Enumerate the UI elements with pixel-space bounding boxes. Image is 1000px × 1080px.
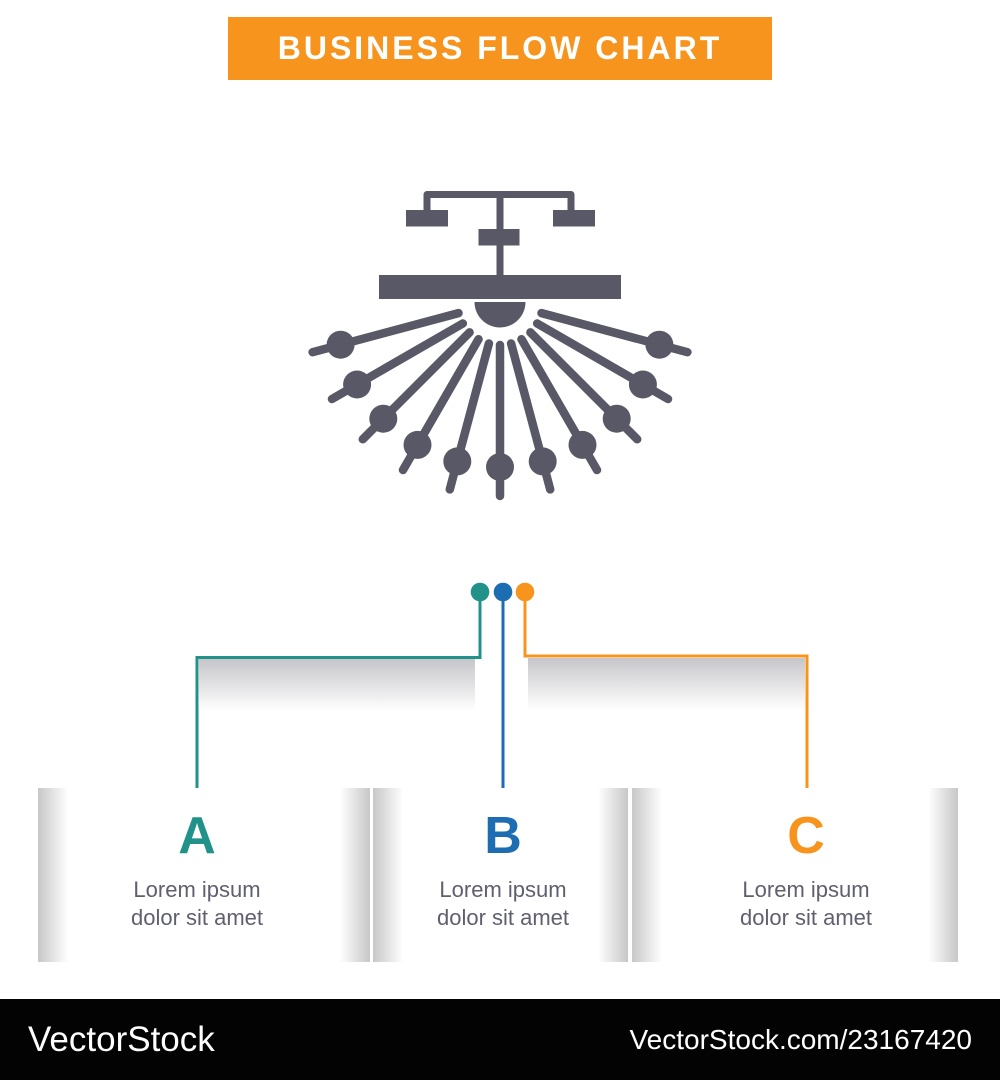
node-right (553, 210, 595, 227)
connector-line-a (195, 592, 482, 792)
section-a: A Lorem ipsum dolor sit amet (47, 810, 347, 932)
section-b-text-line1: Lorem ipsum (439, 877, 567, 902)
node-left (406, 210, 448, 227)
section-a-letter: A (178, 807, 216, 865)
fan-dot (403, 430, 432, 459)
fan-dot (568, 430, 597, 459)
section-panel-a (38, 788, 370, 962)
elbow-shadow-right (528, 658, 805, 710)
node-center (478, 229, 520, 246)
section-b-text: Lorem ipsum dolor sit amet (353, 876, 653, 932)
fan-dot (326, 330, 355, 359)
title-banner: BUSINESS FLOW CHART (228, 17, 772, 80)
connector-dot-c (515, 582, 535, 602)
fan-dot (528, 447, 557, 476)
section-panel-b (373, 788, 628, 962)
page-title: BUSINESS FLOW CHART (277, 30, 723, 66)
dome-half-circle (474, 302, 526, 328)
fan-dot (602, 404, 631, 433)
distribution-flowchart-icon (308, 191, 692, 501)
fan-dot (369, 404, 398, 433)
fan-dot (486, 453, 514, 481)
section-panel-c (632, 788, 958, 962)
section-c: C Lorem ipsum dolor sit amet (656, 810, 956, 932)
section-b: B Lorem ipsum dolor sit amet (353, 810, 653, 932)
section-a-text-line1: Lorem ipsum (133, 877, 261, 902)
section-c-text-line2: dolor sit amet (739, 905, 873, 930)
distribution-bar (379, 275, 621, 299)
section-b-text-line2: dolor sit amet (436, 905, 570, 930)
hierarchy-nodes (379, 210, 621, 328)
fan-dot (645, 330, 674, 359)
watermark-bar: VectorStock VectorStock.com/23167420 (0, 999, 1000, 1080)
section-a-text-line2: dolor sit amet (130, 905, 264, 930)
fan-dot (343, 370, 372, 399)
connector-dot-a (470, 582, 490, 602)
watermark-image-id: VectorStock.com/23167420 (629, 1023, 972, 1055)
connector-line-c (523, 592, 809, 792)
section-a-text: Lorem ipsum dolor sit amet (47, 876, 347, 932)
fan-dot (628, 370, 657, 399)
fan-dot (443, 447, 472, 476)
hierarchy-connectors (423, 191, 575, 276)
branch-connectors (195, 582, 809, 792)
section-c-text-line1: Lorem ipsum (742, 877, 870, 902)
connector-dot-b (493, 582, 513, 602)
section-b-letter: B (484, 807, 522, 865)
elbow-shadow-left (199, 659, 475, 711)
watermark-brand: VectorStock (28, 1019, 215, 1059)
section-c-letter: C (787, 807, 825, 865)
section-c-text: Lorem ipsum dolor sit amet (656, 876, 956, 932)
fan-rays (308, 308, 692, 501)
